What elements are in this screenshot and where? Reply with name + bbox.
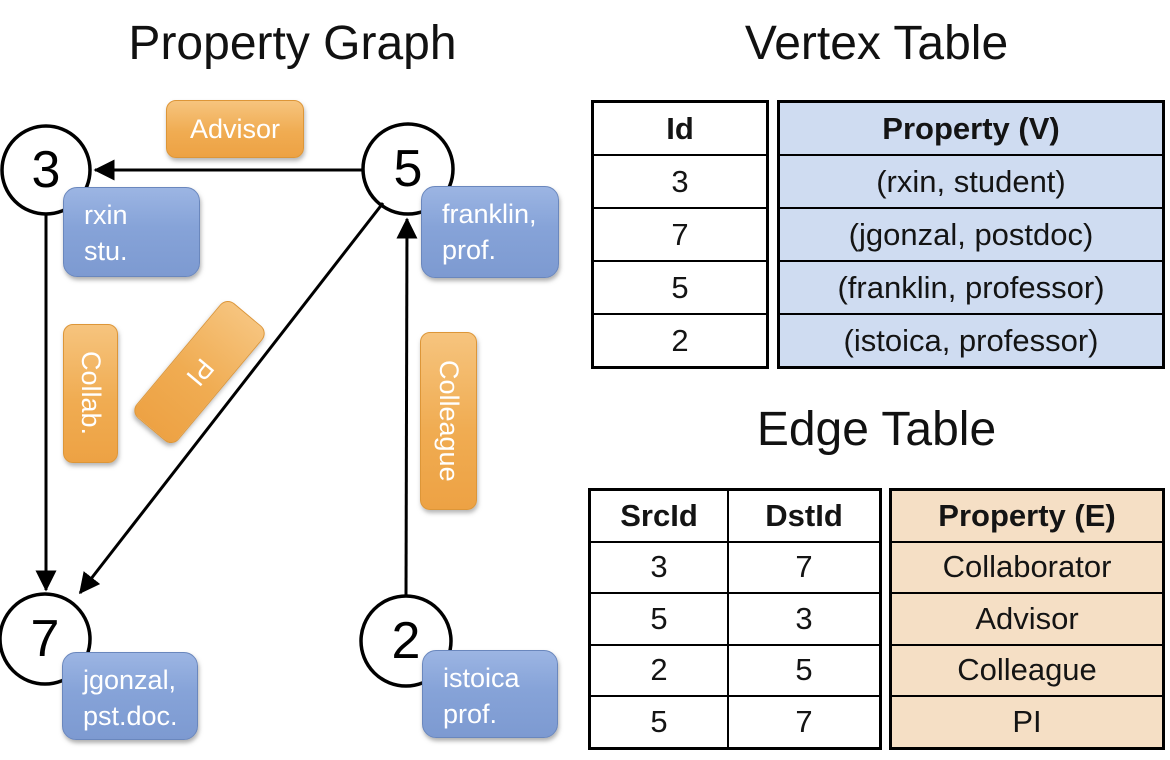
edge-property-cell: Advisor [889, 592, 1165, 646]
vertex-id-header: Id [591, 100, 769, 156]
edge-table-id-columns: SrcId DstId 3 7 5 3 2 5 5 7 [588, 488, 882, 750]
table-row: 3 7 [588, 540, 882, 594]
edge-srcid-header: SrcId [588, 488, 729, 543]
property-graph-diagram: Advisor Collab. PI Colleague rxin stu. f… [0, 100, 559, 740]
vertex-property-box-2: istoica prof. [422, 650, 558, 738]
edge-table: SrcId DstId 3 7 5 3 2 5 5 7 Property (E) [588, 488, 1165, 750]
edge-srcid-cell: 3 [588, 540, 729, 594]
vertex-id-3: 3 [31, 141, 61, 199]
edge-property-header: Property (E) [889, 488, 1165, 543]
vertex-property-cell: (istoica, professor) [777, 313, 1165, 369]
table-row: Collaborator [889, 540, 1165, 594]
edge-property-cell: Collaborator [889, 540, 1165, 594]
table-column-gap [882, 488, 889, 750]
table-row: 3 [591, 154, 769, 209]
edge-label-pi-text: PI [180, 352, 220, 392]
vertex-property-box-3: rxin stu. [63, 187, 200, 277]
edge-label-colleague-text: Colleague [434, 360, 464, 482]
property-graph-title: Property Graph [128, 17, 457, 70]
vertex-property-box-5-line1: franklin, [442, 199, 537, 229]
edge-dstid-header: DstId [727, 488, 882, 543]
vertex-property-cell: (jgonzal, postdoc) [777, 207, 1165, 262]
vertex-id-cell: 7 [591, 207, 769, 262]
vertex-property-box-7: jgonzal, pst.doc. [62, 652, 198, 740]
edge-table-title: Edge Table [756, 403, 997, 456]
vertex-property-box-3-line2: stu. [84, 235, 128, 266]
table-row: 2 [591, 313, 769, 369]
vertex-property-cell: (franklin, professor) [777, 260, 1165, 315]
edge-label-colleague: Colleague [420, 332, 477, 510]
vertex-table-property-column: Property (V) (rxin, student) (jgonzal, p… [777, 100, 1165, 369]
edge-2-to-5-colleague [396, 217, 418, 597]
edge-label-collab-text: Collab. [76, 351, 106, 436]
edge-dstid-cell: 3 [727, 592, 882, 646]
table-row: 5 [591, 260, 769, 315]
edge-property-cell: PI [889, 695, 1165, 749]
table-row: (istoica, professor) [777, 313, 1165, 369]
edge-label-advisor: Advisor [166, 100, 304, 158]
vertex-property-header: Property (V) [777, 100, 1165, 156]
vertex-property-box-2-line2: prof. [443, 698, 498, 729]
vertex-id-cell: 2 [591, 313, 769, 369]
edge-label-collab: Collab. [63, 324, 118, 463]
edge-dstid-cell: 5 [727, 643, 882, 697]
vertex-id-cell: 3 [591, 154, 769, 209]
table-row: 7 [591, 207, 769, 262]
edge-table-property-column: Property (E) Collaborator Advisor Collea… [889, 488, 1165, 750]
vertex-property-box-2-line1: istoica [443, 663, 520, 693]
vertex-property-box-5: franklin, prof. [421, 186, 559, 278]
table-row: 2 5 [588, 643, 882, 697]
edge-dstid-cell: 7 [727, 695, 882, 749]
table-row: Colleague [889, 643, 1165, 697]
edge-srcid-cell: 5 [588, 592, 729, 646]
edge-property-cell: Colleague [889, 643, 1165, 697]
table-column-gap [769, 100, 777, 369]
table-row: PI [889, 695, 1165, 749]
table-row: 5 3 [588, 592, 882, 646]
vertex-id-7: 7 [30, 610, 60, 668]
edge-5-to-7-pi [78, 202, 385, 595]
vertex-property-box-7-line1: jgonzal, [83, 665, 177, 695]
vertex-table-id-column: Id 3 7 5 2 [591, 100, 769, 369]
vertex-property-box-3-line1: rxin [84, 200, 128, 230]
edge-srcid-cell: 5 [588, 695, 729, 749]
table-row: Advisor [889, 592, 1165, 646]
edge-label-advisor-text: Advisor [189, 113, 281, 144]
vertex-property-cell: (rxin, student) [777, 154, 1165, 209]
table-row: (rxin, student) [777, 154, 1165, 209]
edge-srcid-cell: 2 [588, 643, 729, 697]
edge-dstid-cell: 7 [727, 540, 882, 594]
vertex-id-cell: 5 [591, 260, 769, 315]
vertex-property-box-7-line2: pst.doc. [83, 700, 178, 731]
vertex-table-title: Vertex Table [744, 17, 1009, 70]
vertex-id-5: 5 [393, 140, 423, 198]
table-row: (franklin, professor) [777, 260, 1165, 315]
vertex-id-2: 2 [391, 612, 421, 670]
vertex-property-box-5-line2: prof. [442, 234, 497, 265]
table-row: (jgonzal, postdoc) [777, 207, 1165, 262]
vertex-table: Id 3 7 5 2 Property (V) (rxin, student) … [591, 100, 1165, 369]
table-row: 5 7 [588, 695, 882, 749]
